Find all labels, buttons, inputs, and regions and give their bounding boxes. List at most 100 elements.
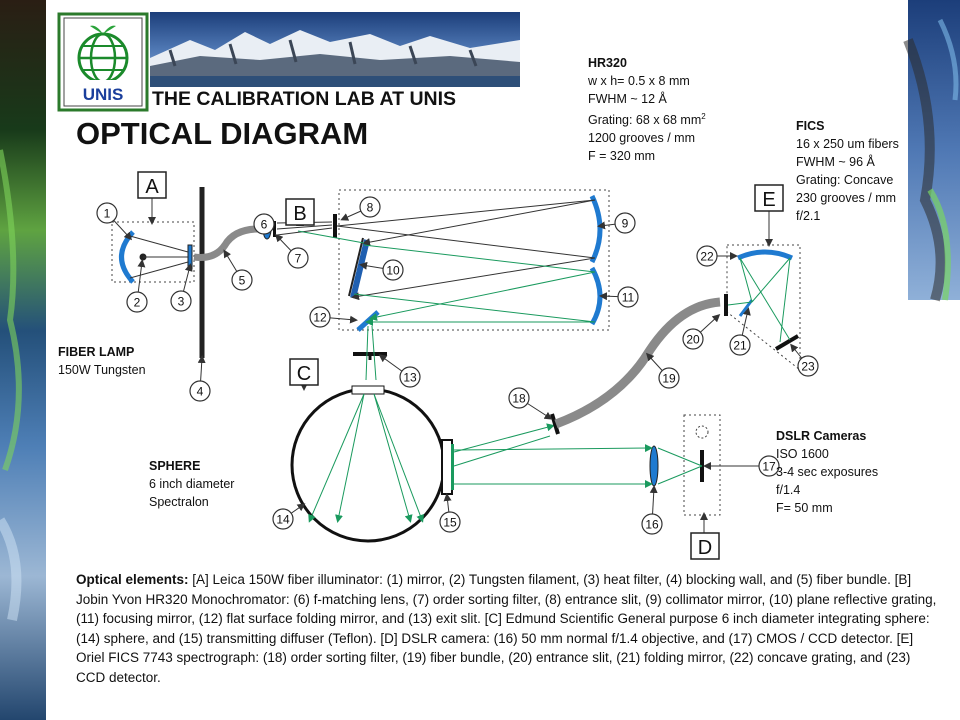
fics-grating: Grating: Concave	[796, 173, 894, 187]
callout-circle	[614, 212, 636, 234]
dslr-exposure: 3-4 sec exposures	[776, 465, 879, 479]
callout-number: 11	[622, 291, 635, 305]
callout-number: 12	[313, 311, 327, 325]
callout-circle	[253, 213, 275, 235]
header-title: THE CALIBRATION LAB AT UNIS	[152, 88, 457, 110]
callout-9: 9	[597, 212, 636, 234]
box-letter: A	[145, 176, 159, 198]
callout-17: 17	[703, 455, 780, 477]
callout-8: 8	[340, 196, 381, 221]
dslr-specs: DSLR Cameras ISO 1600 3-4 sec exposures …	[776, 427, 878, 517]
callout-20: 20	[682, 313, 721, 350]
box-letter: D	[698, 537, 712, 559]
fics-title: FICS	[796, 119, 825, 133]
callout-number: 16	[645, 518, 659, 532]
callout-circle	[272, 508, 294, 530]
camera-housing	[683, 414, 721, 516]
callout-7: 7	[274, 233, 309, 269]
fics-fwhm: FWHM ~ 96 Å	[796, 155, 875, 169]
callout-number: 6	[261, 218, 268, 232]
callout-number: 4	[197, 385, 204, 399]
hr320-slit: w x h= 0.5 x 8 mm	[588, 74, 690, 88]
callout-1: 1	[96, 202, 133, 241]
callout-13: 13	[378, 354, 421, 388]
fics-fibers: 16 x 250 um fibers	[796, 137, 899, 151]
callout-circle	[126, 291, 148, 313]
fiber-lamp-title: FIBER LAMP	[58, 345, 135, 359]
focusing-mirror	[589, 266, 603, 326]
callout-circle	[399, 366, 421, 388]
lamp-mirror	[119, 230, 135, 284]
page-title: OPTICAL DIAGRAM	[76, 116, 369, 151]
camera-objective	[649, 445, 659, 487]
callout-22: 22	[696, 245, 738, 267]
callout-circle	[439, 511, 461, 533]
box-letter: B	[293, 203, 306, 225]
callout-number: 19	[662, 372, 676, 386]
transmitting-diffuser	[441, 439, 453, 495]
caption-lead: Optical elements:	[76, 572, 189, 587]
fics-grooves: 230 grooves / mm	[796, 191, 897, 205]
callout-circle	[287, 247, 309, 269]
callout-21: 21	[729, 307, 751, 356]
dslr-title: DSLR Cameras	[776, 429, 867, 443]
sphere-diameter: 6 inch diameter	[149, 477, 235, 491]
box-frame	[285, 198, 315, 226]
callout-circle	[682, 328, 704, 350]
callout-19: 19	[645, 352, 680, 389]
fiber-bundle-19	[554, 297, 721, 429]
callout-5: 5	[223, 249, 253, 291]
fics-specs: FICS 16 x 250 um fibers FWHM ~ 96 Å Grat…	[796, 117, 899, 225]
callout-number: 3	[178, 295, 185, 309]
hr320-title: HR320	[588, 56, 627, 70]
caption-text: [A] Leica 150W fiber illuminator: (1) mi…	[76, 572, 937, 685]
callout-23: 23	[790, 343, 819, 377]
callout-circle	[231, 269, 253, 291]
fiber-lamp-label: FIBER LAMP 150W Tungsten	[58, 343, 146, 379]
fics-ccd	[774, 334, 800, 351]
hr320-fwhm: FWHM ~ 12 Å	[588, 92, 667, 106]
callout-number: 5	[239, 274, 246, 288]
callout-circle	[729, 334, 751, 356]
callout-circle	[641, 513, 663, 535]
box-label-b: B	[285, 198, 315, 226]
hr320-specs: HR320 w x h= 0.5 x 8 mm FWHM ~ 12 Å Grat…	[588, 54, 706, 165]
unis-logo-text: UNIS	[83, 85, 124, 104]
sphere-title: SPHERE	[149, 459, 201, 473]
exit-slit	[353, 352, 387, 356]
fiber-lamp-power: 150W Tungsten	[58, 363, 146, 377]
callout-16: 16	[641, 485, 663, 535]
hr320-focal: F = 320 mm	[588, 149, 656, 164]
callout-4: 4	[189, 355, 211, 402]
box-frame	[289, 358, 319, 386]
box-label-c: C	[289, 358, 319, 391]
callout-number: 8	[367, 201, 374, 215]
callout-circle	[658, 367, 680, 389]
callout-circle	[382, 259, 404, 281]
callout-number: 14	[276, 513, 290, 527]
callout-number: 13	[403, 371, 417, 385]
callout-circle	[617, 286, 639, 308]
callout-number: 2	[134, 296, 141, 310]
fiber-bundle-5	[193, 225, 263, 261]
callout-circle	[96, 202, 118, 224]
callout-14: 14	[272, 503, 306, 530]
callout-11: 11	[599, 286, 639, 308]
callout-12: 12	[309, 306, 358, 328]
callout-circle	[309, 306, 331, 328]
callout-number: 20	[686, 333, 700, 347]
box-frame	[690, 532, 720, 560]
dslr-focal: F= 50 mm	[776, 501, 833, 515]
unis-logo	[57, 12, 149, 112]
callout-number: 17	[762, 460, 776, 474]
callout-number: 10	[386, 264, 400, 278]
callout-circle	[359, 196, 381, 218]
callout-circle	[189, 380, 211, 402]
banner-photo	[150, 12, 520, 87]
sphere-material: Spectralon	[149, 495, 209, 509]
callout-circle	[797, 355, 819, 377]
callout-15: 15	[439, 493, 461, 533]
box-frame	[137, 171, 167, 199]
box-letter: E	[762, 189, 775, 211]
callout-3: 3	[170, 263, 193, 312]
